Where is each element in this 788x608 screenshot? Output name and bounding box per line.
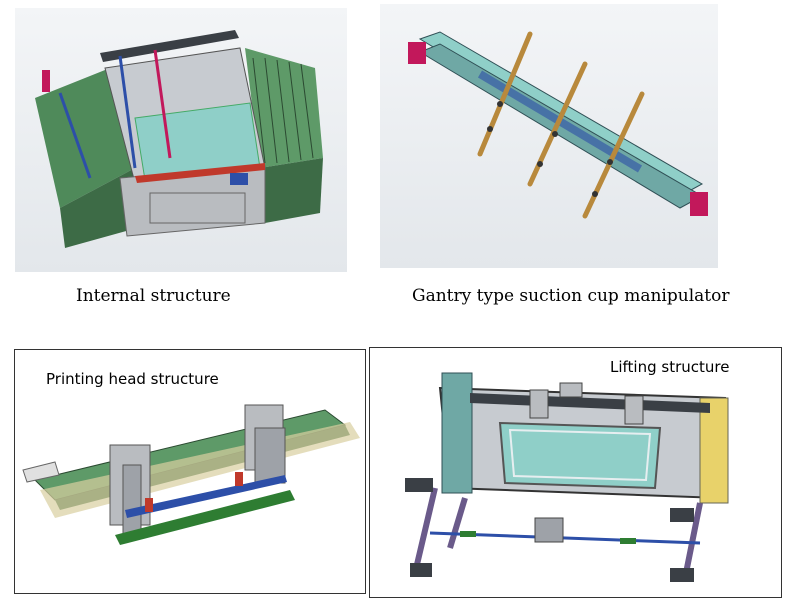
printing-head-label: Printing head structure: [40, 368, 225, 390]
gantry-manipulator-image: [380, 4, 718, 268]
lifting-structure-panel: Lifting structure: [369, 347, 782, 598]
printing-head-panel: Printing head structure: [14, 349, 366, 594]
internal-structure-caption: Internal structure: [76, 286, 231, 306]
gantry-manipulator-caption: Gantry type suction cup manipulator: [412, 286, 730, 306]
lifting-structure-label: Lifting structure: [604, 356, 736, 378]
internal-structure-image: [15, 8, 347, 272]
